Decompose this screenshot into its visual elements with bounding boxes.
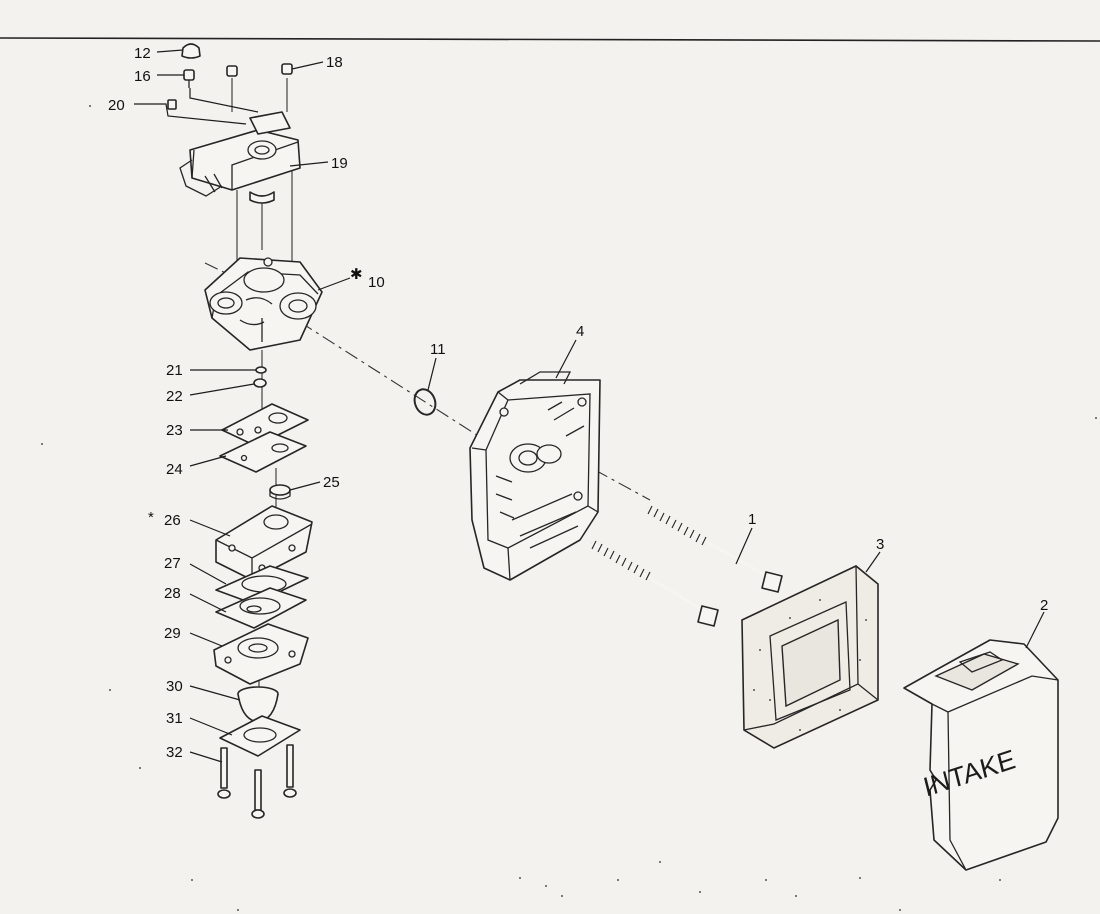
label-10: 10 bbox=[368, 274, 385, 291]
label-11: 11 bbox=[430, 341, 446, 358]
label-25: 25 bbox=[323, 474, 340, 491]
asterisk-10: ✱ bbox=[350, 266, 363, 283]
label-26: 26 bbox=[164, 512, 181, 529]
top-border-line bbox=[0, 37, 1100, 42]
part-28-diaphragm bbox=[215, 587, 307, 629]
label-16: 16 bbox=[134, 68, 151, 85]
part-number-labels: 12 16 18 20 19 ✱ 10 11 4 21 22 23 24 25 … bbox=[108, 45, 1048, 761]
label-2: 2 bbox=[1040, 597, 1048, 614]
part-32-screws bbox=[217, 744, 297, 819]
part-10-carburetor-body bbox=[204, 257, 323, 351]
part-20-pin bbox=[167, 99, 177, 110]
label-24: 24 bbox=[166, 461, 183, 478]
label-21: 21 bbox=[166, 362, 183, 379]
asterisk-26: * bbox=[148, 509, 154, 526]
leader-lines bbox=[134, 49, 1045, 763]
label-3: 3 bbox=[876, 536, 884, 553]
part-24-gasket bbox=[219, 431, 307, 473]
part-23-plate bbox=[221, 403, 309, 447]
label-31: 31 bbox=[166, 710, 183, 727]
part-22-ring bbox=[253, 378, 267, 388]
part-21-ring bbox=[255, 366, 267, 374]
label-19: 19 bbox=[331, 155, 348, 172]
part-11-o-ring bbox=[413, 388, 437, 416]
part-2-intake-cover: INTAKE bbox=[903, 639, 1059, 871]
label-12: 12 bbox=[134, 45, 151, 62]
part-18-screw bbox=[281, 63, 293, 75]
part-screw-center bbox=[226, 65, 238, 77]
part-29-cover bbox=[213, 623, 309, 685]
part-12-cap bbox=[181, 43, 201, 59]
scan-specks bbox=[41, 105, 1097, 911]
label-29: 29 bbox=[164, 625, 181, 642]
part-16-screw bbox=[183, 69, 195, 88]
part-4-cleaner-base bbox=[469, 371, 601, 581]
part-25-seat bbox=[269, 484, 291, 500]
label-30: 30 bbox=[166, 678, 183, 695]
label-18: 18 bbox=[326, 54, 343, 71]
label-4: 4 bbox=[576, 323, 584, 340]
label-23: 23 bbox=[166, 422, 183, 439]
part-1-bolts bbox=[591, 505, 783, 627]
label-20: 20 bbox=[108, 97, 125, 114]
part-19-top-cover bbox=[179, 111, 301, 204]
label-32: 32 bbox=[166, 744, 183, 761]
part-3-filter-element bbox=[741, 565, 879, 749]
part-31-retainer bbox=[219, 715, 301, 757]
label-22: 22 bbox=[166, 388, 183, 405]
label-28: 28 bbox=[164, 585, 181, 602]
part-30-primer-bulb bbox=[237, 686, 279, 723]
label-1: 1 bbox=[748, 511, 756, 528]
label-27: 27 bbox=[164, 555, 181, 572]
